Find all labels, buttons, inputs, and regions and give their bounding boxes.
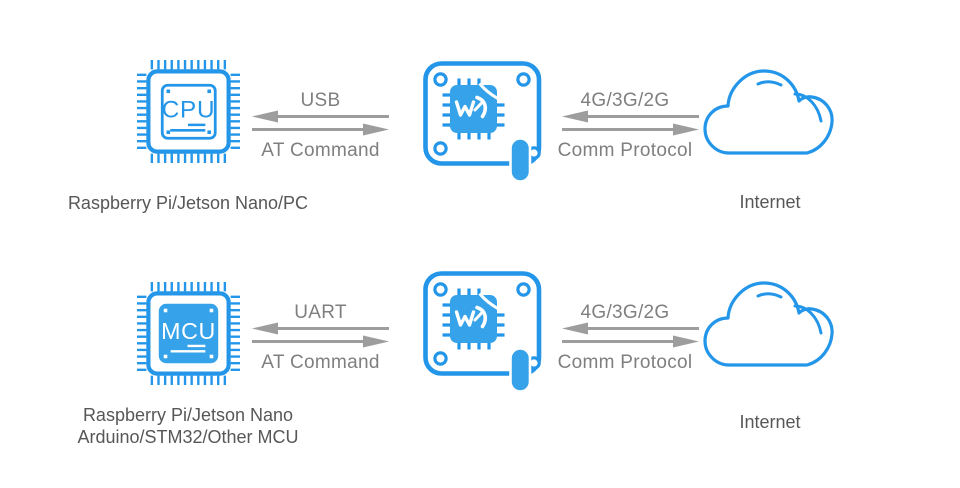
module-board-icon [423,271,542,393]
device-label-line: Raspberry Pi/Jetson Nano [82,405,294,425]
device-label-mcu: Raspberry Pi/Jetson Nano Arduino/STM32/O… [28,404,348,448]
cpu-chip-text: CPU [162,96,216,123]
link-label-at-command: AT Command [261,352,380,373]
bidirectional-arrows-icon [252,110,389,136]
link-label-comm-protocol: Comm Protocol [557,352,693,373]
link-label-comm-protocol: Comm Protocol [557,140,693,161]
waveshare-logo-icon [454,305,488,329]
screw-holes-icon [433,72,541,160]
mcu-chip-text: MCU [161,318,216,344]
cloud-icon [703,281,834,367]
cloud-icon [703,69,834,155]
waveshare-logo-icon [454,95,488,119]
module-chip [450,295,497,343]
internet-label: Internet [739,412,801,432]
usb-connector [509,347,532,393]
module-chip [450,85,497,133]
internet-label: Internet [739,192,801,212]
mcu-chip-icon: MCU [137,282,240,385]
device-label-cpu: Raspberry Pi/Jetson Nano/PC [28,192,348,214]
chip-pins [137,282,240,385]
module-board-icon [423,61,542,183]
device-label-line: Raspberry Pi/Jetson Nano/PC [67,193,309,213]
link-label-uart: UART [294,302,347,323]
link-label-usb: USB [300,90,341,111]
bidirectional-arrows-icon [252,322,389,348]
cpu-chip-icon: CPU [137,60,240,163]
link-label-cellular: 4G/3G/2G [580,90,670,111]
bidirectional-arrows-icon [562,110,699,136]
link-label-cellular: 4G/3G/2G [580,302,670,323]
chip-pins [137,60,240,163]
link-label-at-command: AT Command [261,140,380,161]
usb-connector [509,137,532,183]
bidirectional-arrows-icon [562,322,699,348]
device-label-line: Arduino/STM32/Other MCU [77,427,299,447]
